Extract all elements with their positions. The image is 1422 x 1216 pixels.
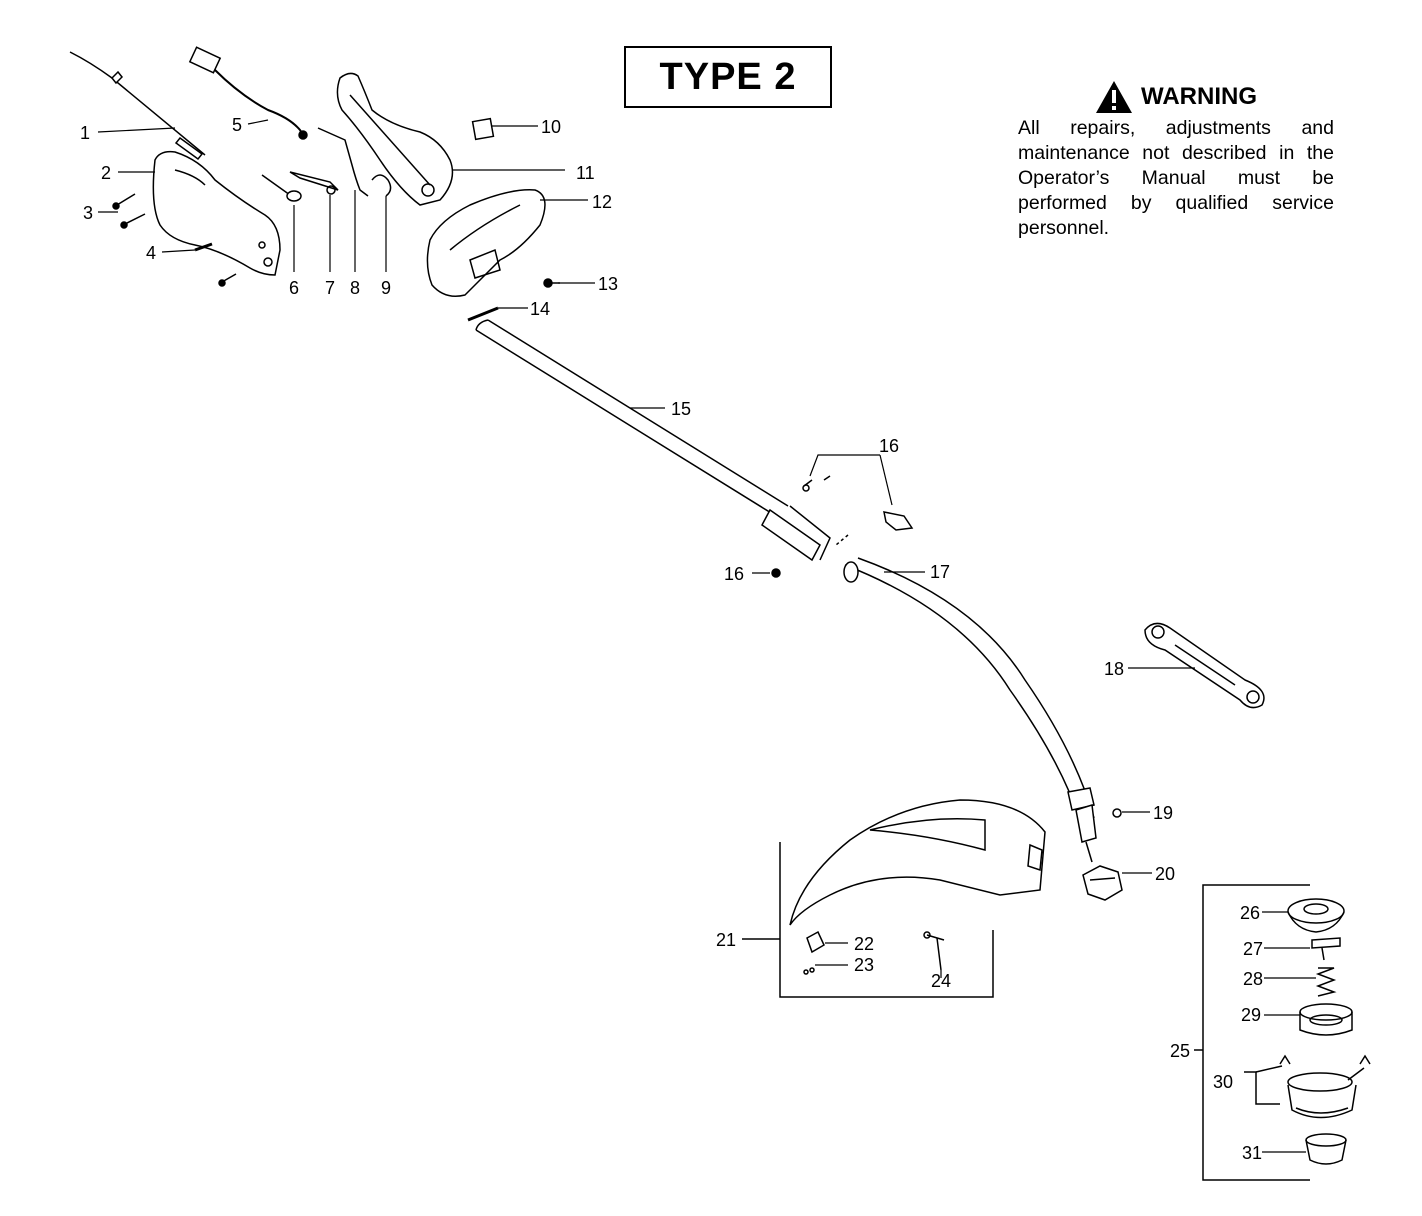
part-label: 19 [1153, 803, 1173, 823]
screw-part [194, 242, 237, 287]
part-label: 27 [1243, 939, 1263, 959]
part-label: 16 [879, 436, 899, 456]
upper-handle-part [336, 72, 454, 206]
lower-shaft-part [843, 557, 1097, 863]
spring-part [1315, 967, 1337, 997]
part-label: 10 [541, 117, 561, 137]
shield-hardware-parts [803, 930, 945, 975]
part-label: 25 [1170, 1041, 1190, 1061]
part-label: 26 [1240, 903, 1260, 923]
trigger-parts [261, 127, 392, 202]
part-label: 9 [381, 278, 391, 298]
bolt-part [467, 306, 499, 322]
part-label: 14 [530, 299, 550, 319]
coupler-hardware-part [771, 475, 914, 578]
part-label: 7 [325, 278, 335, 298]
type-title-box: TYPE 2 [624, 46, 832, 108]
warning-title: WARNING [1141, 83, 1257, 110]
type-title: TYPE 2 [659, 55, 797, 98]
part-label: 4 [146, 243, 156, 263]
warning-text: All repairs, adjustments and maintenance… [1018, 117, 1334, 239]
part-label: 6 [289, 278, 299, 298]
upper-shaft-part [475, 319, 831, 562]
spool-bolt-part [1311, 937, 1341, 961]
part-label: 30 [1213, 1072, 1233, 1092]
throttle-cable-part [69, 51, 206, 161]
part-label: 21 [716, 930, 736, 950]
part-label: 17 [930, 562, 950, 582]
warning-triangle-icon [1096, 81, 1132, 113]
warning-notice: WARNING All repairs, adjustments and mai… [1018, 80, 1334, 241]
part-label: 3 [83, 203, 93, 223]
part-label: 8 [350, 278, 360, 298]
wrench-part [1144, 622, 1265, 709]
part-label: 28 [1243, 969, 1263, 989]
part-label: 20 [1155, 864, 1175, 884]
spool-housing-part [1244, 1054, 1371, 1119]
part-label: 22 [854, 934, 874, 954]
bump-knob-part [1305, 1133, 1347, 1165]
warning-header: WARNING [1018, 80, 1334, 114]
part-label: 12 [592, 192, 612, 212]
switch-part [471, 117, 495, 141]
screw-part [112, 193, 146, 229]
part-label: 2 [101, 163, 111, 183]
part-label: 11 [576, 163, 595, 183]
nut-part [1112, 808, 1122, 818]
leader-lines [97, 119, 1316, 1153]
spool-cap-part [1287, 898, 1345, 933]
drive-nut-part [1082, 865, 1123, 901]
part-labels: 1 2 3 4 5 6 7 8 9 10 11 12 13 14 15 16 1… [80, 115, 1263, 1163]
spool-part [1299, 1003, 1353, 1036]
part-label: 29 [1241, 1005, 1261, 1025]
grass-shield-part [742, 799, 1046, 998]
trimmer-head-bracket [1194, 884, 1310, 1181]
handle-housing-part [152, 150, 281, 276]
part-label: 24 [931, 971, 951, 991]
assist-handle-part [426, 189, 546, 297]
screw-part [543, 278, 560, 288]
part-label: 15 [671, 399, 691, 419]
part-label: 16 [724, 564, 744, 584]
switch-wire-part [188, 46, 308, 140]
part-label: 18 [1104, 659, 1124, 679]
part-label: 23 [854, 955, 874, 975]
part-label: 5 [232, 115, 242, 135]
part-label: 1 [80, 123, 90, 143]
part-label: 13 [598, 274, 618, 294]
part-label: 31 [1242, 1143, 1262, 1163]
